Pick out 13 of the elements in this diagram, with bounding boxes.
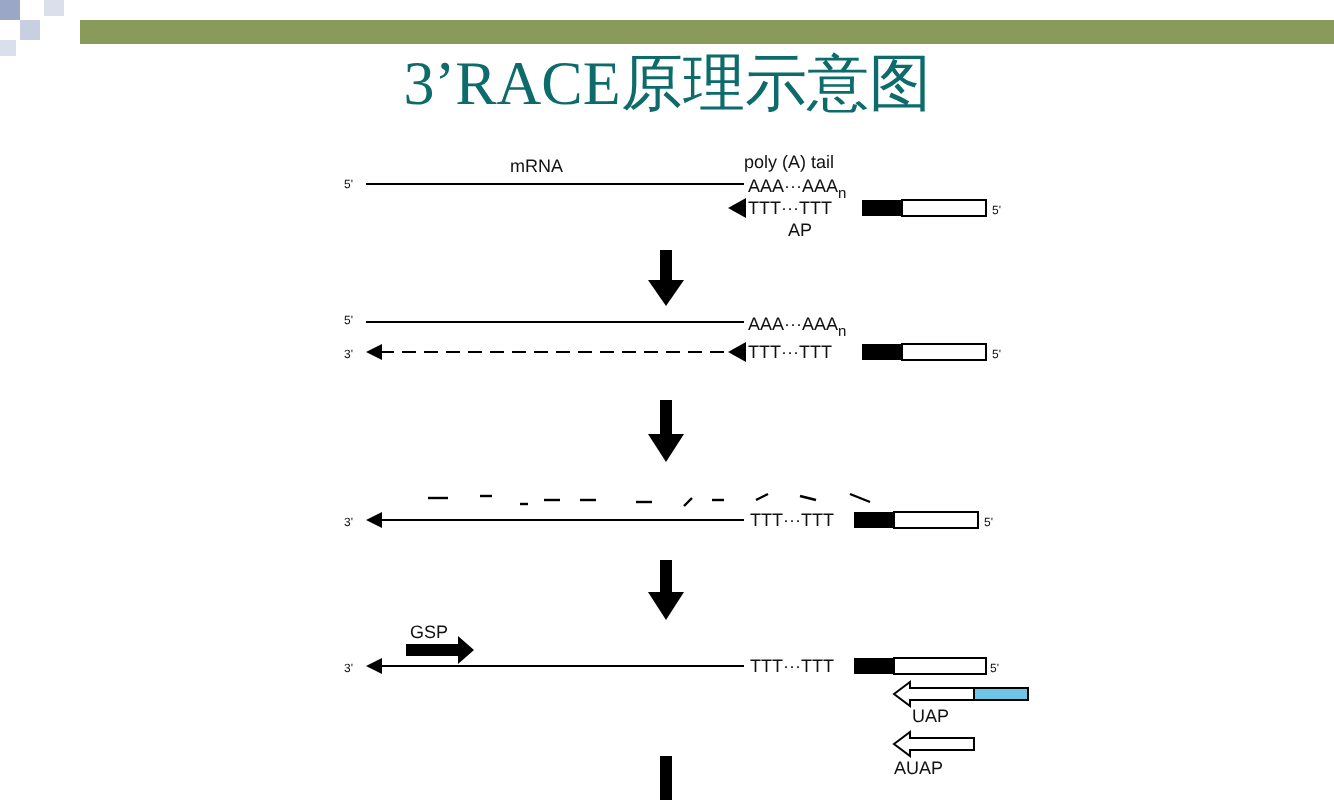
primer-label: GSP — [410, 622, 449, 642]
sequence-label: TTT···TTT — [748, 198, 832, 218]
primer-label: UAP — [912, 706, 950, 726]
slide-title: 3’RACE原理示意图 — [401, 48, 933, 120]
sequence-label: AAA···AAA$_{n}$ — [748, 314, 847, 342]
primer-label: AUAP — [894, 758, 944, 778]
sequence-label: TTT···TTT — [750, 656, 834, 676]
sequence-label: TTT···TTT — [750, 510, 834, 530]
sequence-label: TTT···TTT — [748, 342, 832, 362]
strand-name-label: poly (A) tail — [744, 152, 835, 172]
sequence-label: AAA···AAA$_{n}$ — [748, 176, 847, 202]
primer-label: AP — [788, 220, 813, 240]
strand-name-label: mRNA — [510, 156, 563, 176]
